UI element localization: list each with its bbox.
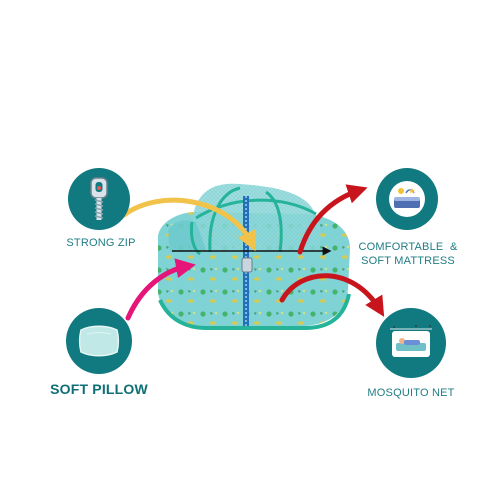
mosquito-net-circle <box>376 308 446 378</box>
zip-puller <box>241 257 253 273</box>
mattress-trim <box>158 293 351 330</box>
mattress-icon <box>389 181 425 217</box>
zipper-icon <box>90 177 108 220</box>
net-mesh <box>191 183 321 252</box>
zip-arrow <box>121 197 256 252</box>
mattress-circle <box>376 168 438 230</box>
pillow-section <box>168 220 206 252</box>
mosquito-net-arrow <box>279 273 385 317</box>
mattress-label-line1: COMFORTABLE & <box>358 241 458 253</box>
mattress-arrow <box>297 184 368 255</box>
pillow-arrow <box>125 258 196 321</box>
canopy-hoop-right <box>265 190 283 253</box>
mosquito-net-label: MOSQUITO NET <box>367 387 455 399</box>
soft-pillow-label: SOFT PILLOW <box>50 381 148 397</box>
canopy-hoop-top <box>195 198 317 220</box>
net-edge-trim <box>190 221 201 256</box>
strong-zip-label: STRONG ZIP <box>66 237 136 249</box>
mattress-label: COMFORTABLE & SOFT MATTRESS <box>358 240 458 268</box>
soft-pillow-circle <box>66 308 132 374</box>
mosquito-net-bed-icon <box>390 325 432 357</box>
mattress-label-line2: SOFT MATTRESS <box>361 255 455 267</box>
pillow-icon <box>78 325 120 357</box>
strong-zip-circle <box>68 168 130 230</box>
